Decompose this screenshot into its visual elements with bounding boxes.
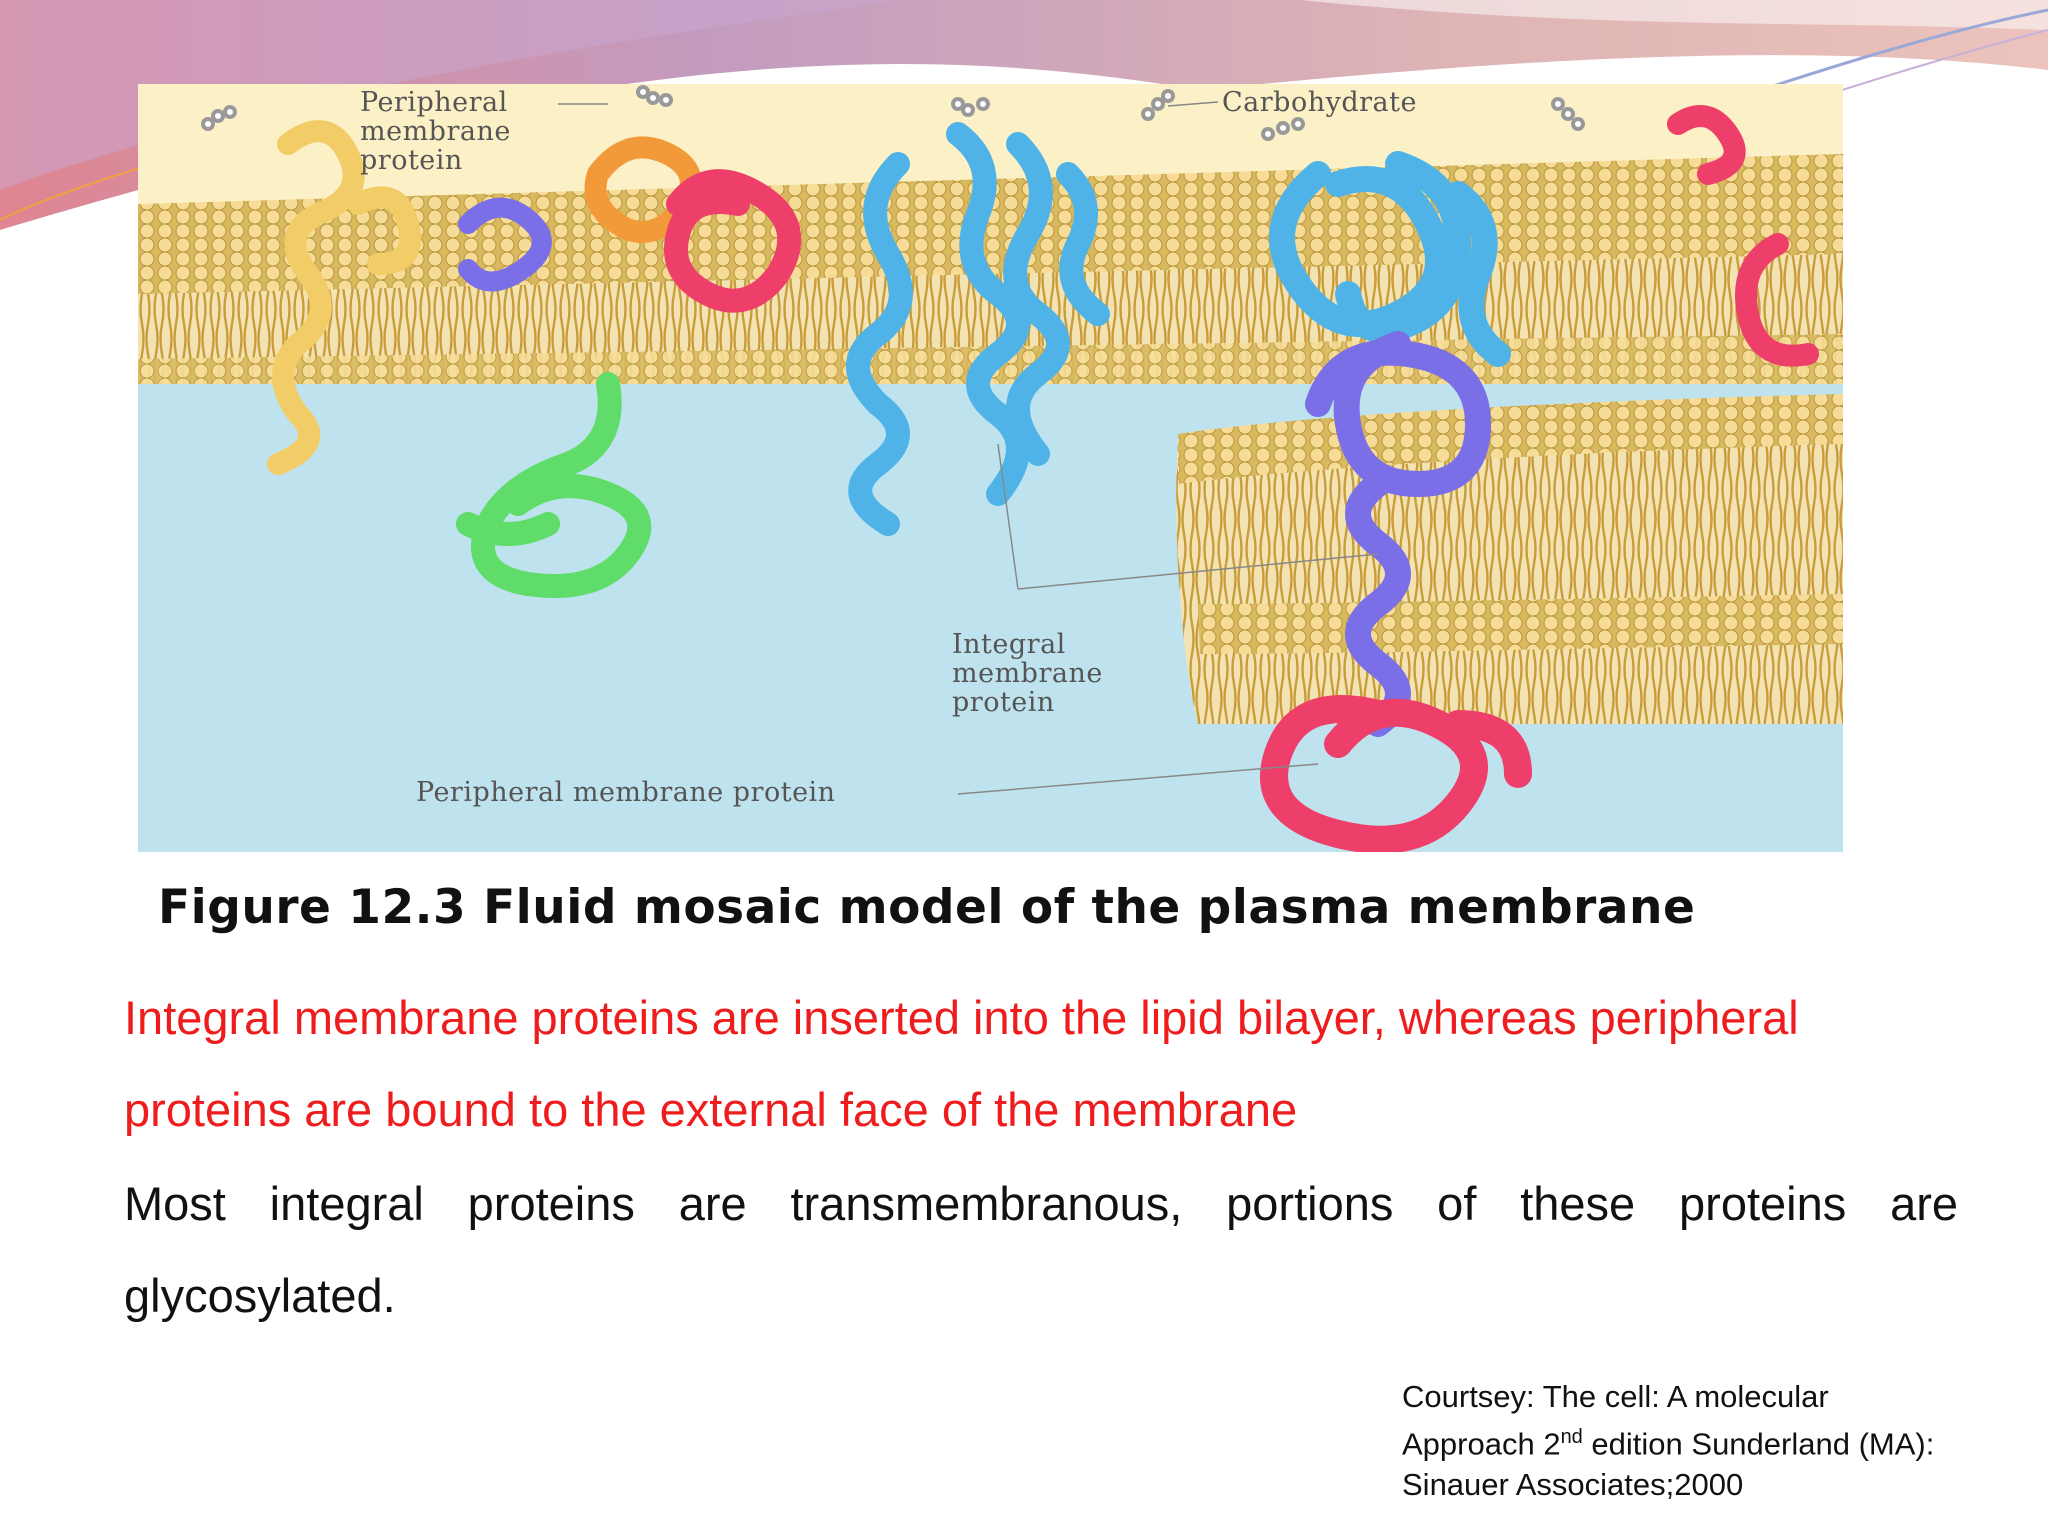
credit-line-2b: edition Sunderland (MA):: [1583, 1426, 1935, 1461]
black-paragraph: Most integral proteins are transmembrano…: [124, 1158, 1958, 1342]
credit-line-1: Courtsey: The cell: A molecular: [1402, 1376, 2002, 1417]
label-peripheral-membrane-protein-top: Peripheral membrane protein: [360, 88, 511, 175]
label-integral-membrane-protein: Integral membrane protein: [952, 630, 1103, 717]
image-credit: Courtsey: The cell: A molecular Approach…: [1402, 1376, 2002, 1505]
label-peripheral-membrane-protein-bottom: Peripheral membrane protein: [416, 778, 836, 807]
credit-line-3: Sinauer Associates;2000: [1402, 1464, 2002, 1505]
figure-caption: Figure 12.3 Fluid mosaic model of the pl…: [158, 880, 1695, 935]
label-carbohydrate: Carbohydrate: [1222, 88, 1417, 117]
credit-superscript: nd: [1561, 1426, 1583, 1448]
credit-line-2a: Approach 2: [1402, 1426, 1561, 1461]
fluid-mosaic-figure: Peripheral membrane protein Carbohydrate…: [138, 84, 1843, 852]
credit-line-2: Approach 2nd edition Sunderland (MA):: [1402, 1417, 2002, 1464]
membrane-illustration: [138, 84, 1843, 852]
red-paragraph: Integral membrane proteins are inserted …: [124, 972, 1958, 1156]
